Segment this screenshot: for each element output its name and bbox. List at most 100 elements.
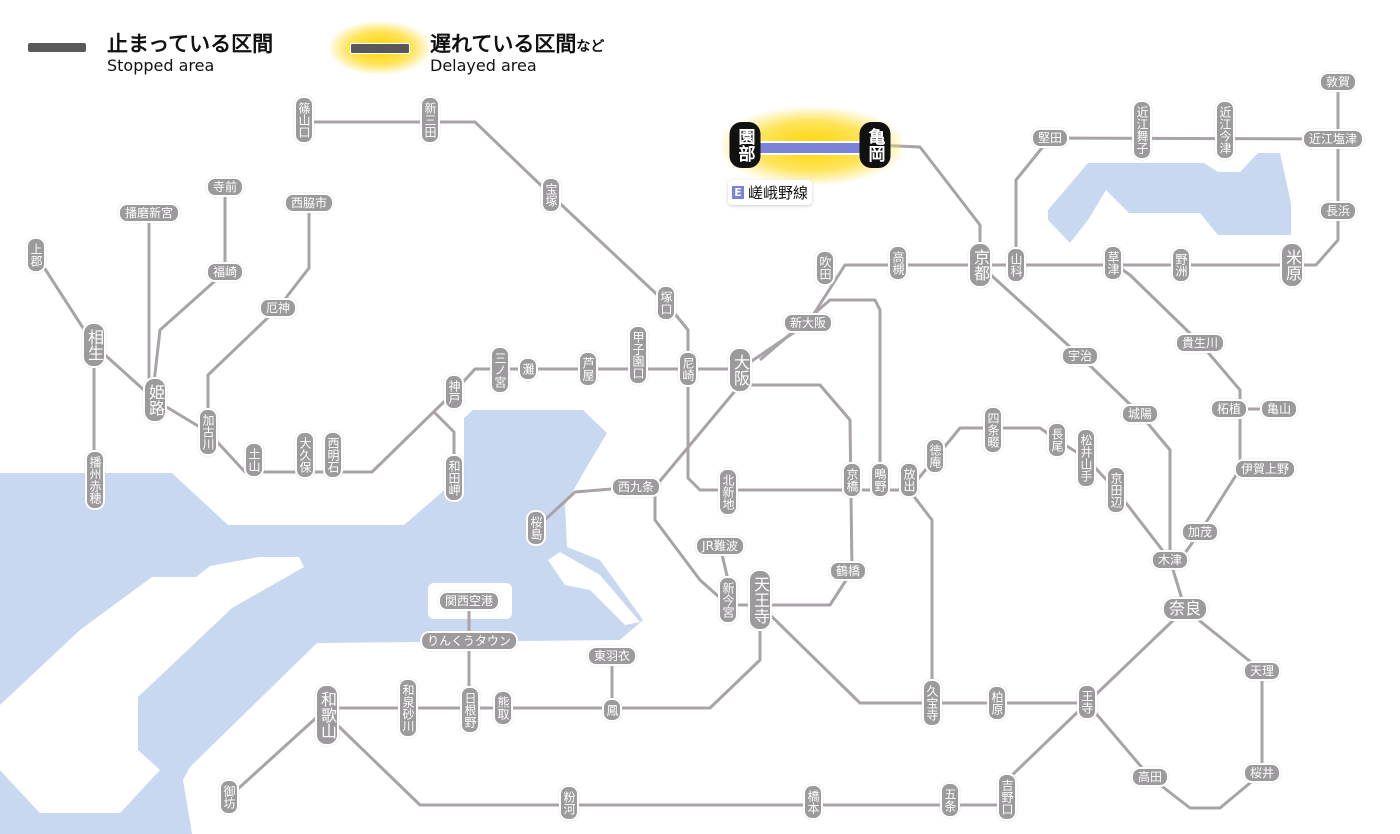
delayed-legend-text: 遅れている区間 (430, 32, 577, 56)
station-kizu[interactable]: 木津 (1150, 550, 1190, 570)
station-jrnamba[interactable]: JR難波 (695, 536, 745, 556)
station-tsuge[interactable]: 柘植 (1209, 399, 1249, 419)
station-shinimamiya[interactable]: 新今宮 (718, 576, 738, 624)
station-suita[interactable]: 吹田 (815, 250, 835, 286)
station-omimaiko[interactable]: 近江舞子 (1132, 100, 1152, 160)
station-igaueno[interactable]: 伊賀上野 (1233, 459, 1297, 479)
station-tenri[interactable]: 天理 (1242, 661, 1282, 681)
station-sakurai[interactable]: 桜井 (1242, 763, 1282, 783)
station-wadamisaki[interactable]: 和田岬 (444, 454, 464, 502)
station-kameyama[interactable]: 亀山 (1259, 399, 1299, 419)
station-nara[interactable]: 奈良 (1161, 597, 1209, 621)
station-harimashingu[interactable]: 播磨新宮 (117, 203, 181, 223)
station-fukusaki[interactable]: 福崎 (205, 262, 245, 282)
station-kusatsu[interactable]: 草津 (1103, 245, 1123, 281)
station-himeji[interactable]: 姫路 (143, 377, 167, 423)
station-sonobe[interactable]: 園部 (729, 122, 761, 168)
station-yakujin[interactable]: 厄神 (258, 298, 298, 318)
hanwa-line-track (227, 605, 762, 799)
station-tsuruga[interactable]: 敦賀 (1318, 72, 1358, 92)
station-sannomiya[interactable]: 三ノ宮 (490, 346, 510, 394)
station-takatsuki[interactable]: 高槻 (888, 245, 908, 281)
station-nada[interactable]: 灘 (518, 357, 538, 381)
station-sakurajima[interactable]: 桜島 (526, 510, 546, 546)
station-sasayamaguchi[interactable]: 篠山口 (294, 96, 314, 144)
station-nagahama[interactable]: 長浜 (1318, 201, 1358, 221)
station-gojo[interactable]: 五条 (940, 782, 960, 818)
station-nishiakashi[interactable]: 西明石 (323, 431, 343, 479)
station-omishiotsu[interactable]: 近江塩津 (1301, 129, 1365, 149)
station-kyotanabe[interactable]: 京田辺 (1106, 466, 1126, 514)
station-nishiwakishi[interactable]: 西脇市 (283, 193, 335, 213)
station-kyoto[interactable]: 京都 (968, 242, 992, 288)
sagano-line-label[interactable]: E 嵯峨野線 (728, 180, 813, 205)
station-shigino[interactable]: 鴫野 (870, 462, 890, 498)
station-kakogawa[interactable]: 加古川 (198, 408, 218, 456)
station-tennoji[interactable]: 天王寺 (748, 569, 772, 631)
station-yoshinoguchi[interactable]: 吉野口 (997, 773, 1017, 821)
station-kibukawa[interactable]: 貴生川 (1174, 333, 1226, 353)
station-kobe[interactable]: 神戸 (444, 374, 464, 410)
station-shinsanda[interactable]: 新三田 (420, 96, 440, 144)
station-aioi[interactable]: 相生 (82, 322, 106, 368)
station-maibara[interactable]: 米原 (1280, 242, 1304, 288)
station-shinosaka[interactable]: 新大阪 (782, 313, 834, 333)
station-kamo[interactable]: 加茂 (1180, 522, 1220, 542)
station-rinkutown[interactable]: りんくうタウン (420, 631, 518, 651)
station-takarazuka[interactable]: 宝塚 (541, 177, 561, 213)
station-teramae[interactable]: 寺前 (205, 177, 245, 197)
station-higashihagoromo[interactable]: 東羽衣 (586, 646, 638, 666)
station-nishikujo[interactable]: 西九条 (610, 477, 662, 497)
station-gobo[interactable]: 御坊 (219, 779, 239, 815)
station-joyo[interactable]: 城陽 (1120, 404, 1160, 424)
station-tokuan[interactable]: 徳庵 (925, 438, 945, 474)
station-banshuako[interactable]: 播州赤穂 (85, 450, 105, 510)
station-katata[interactable]: 堅田 (1030, 128, 1070, 148)
sakurai-line-track (1085, 702, 1263, 810)
station-tsukaguchi[interactable]: 塚口 (656, 285, 676, 321)
sagano-delayed-segment[interactable] (745, 141, 875, 155)
station-izumisunagawa[interactable]: 和泉砂川 (398, 678, 418, 738)
station-kumatori[interactable]: 熊取 (493, 690, 513, 726)
port-island (548, 552, 640, 625)
station-tsuchiyama[interactable]: 土山 (244, 442, 264, 478)
water-areas (0, 153, 1291, 834)
station-amagasaki[interactable]: 尼崎 (678, 351, 698, 387)
station-nagao[interactable]: 長尾 (1047, 422, 1067, 458)
line-code-badge: E (732, 186, 744, 199)
station-kyuhoji[interactable]: 久宝寺 (922, 679, 942, 727)
station-ashiya[interactable]: 芦屋 (578, 351, 598, 387)
station-osaka[interactable]: 大阪 (728, 347, 752, 393)
osaka-loop-line-track (653, 383, 854, 607)
station-otori[interactable]: 鳳 (602, 698, 622, 722)
lake-biwa (1048, 153, 1291, 243)
station-yamashina[interactable]: 山科 (1006, 247, 1026, 283)
station-matsuiyamate[interactable]: 松井山手 (1076, 428, 1096, 488)
stopped-legend-swatch (28, 43, 86, 52)
station-kameoka[interactable]: 亀岡 (859, 122, 891, 168)
tozai-line-track (686, 369, 909, 492)
station-wakayama[interactable]: 和歌山 (315, 684, 339, 746)
station-yasu[interactable]: 野洲 (1171, 247, 1191, 283)
station-kyobashi[interactable]: 京橋 (842, 462, 862, 498)
stopped-legend-english: Stopped area (107, 56, 215, 75)
kosei-line-track (1014, 136, 1334, 265)
station-kokawa[interactable]: 粉河 (559, 785, 579, 821)
station-kashiwara[interactable]: 柏原 (987, 685, 1007, 721)
station-shijonawate[interactable]: 四条畷 (983, 406, 1003, 454)
station-okubo[interactable]: 大久保 (295, 431, 315, 479)
station-uji[interactable]: 宇治 (1060, 346, 1100, 366)
stopped-legend-label: 止まっている区間 (107, 32, 274, 56)
station-takada[interactable]: 高田 (1130, 767, 1170, 787)
station-kitashinchi[interactable]: 北新地 (718, 468, 738, 516)
station-kamigori[interactable]: 上郡 (26, 237, 46, 273)
station-kansaiairport[interactable]: 関西空港 (437, 591, 501, 611)
station-omiimazu[interactable]: 近江今津 (1215, 100, 1235, 160)
station-hineno[interactable]: 日根野 (460, 686, 480, 734)
station-hanaten[interactable]: 放出 (899, 462, 919, 498)
station-koshienguchi[interactable]: 甲子園口 (628, 325, 648, 385)
station-oji[interactable]: 王寺 (1077, 684, 1097, 720)
station-tsuruhashi[interactable]: 鶴橋 (828, 561, 868, 581)
station-hashimoto[interactable]: 橋本 (803, 784, 823, 820)
